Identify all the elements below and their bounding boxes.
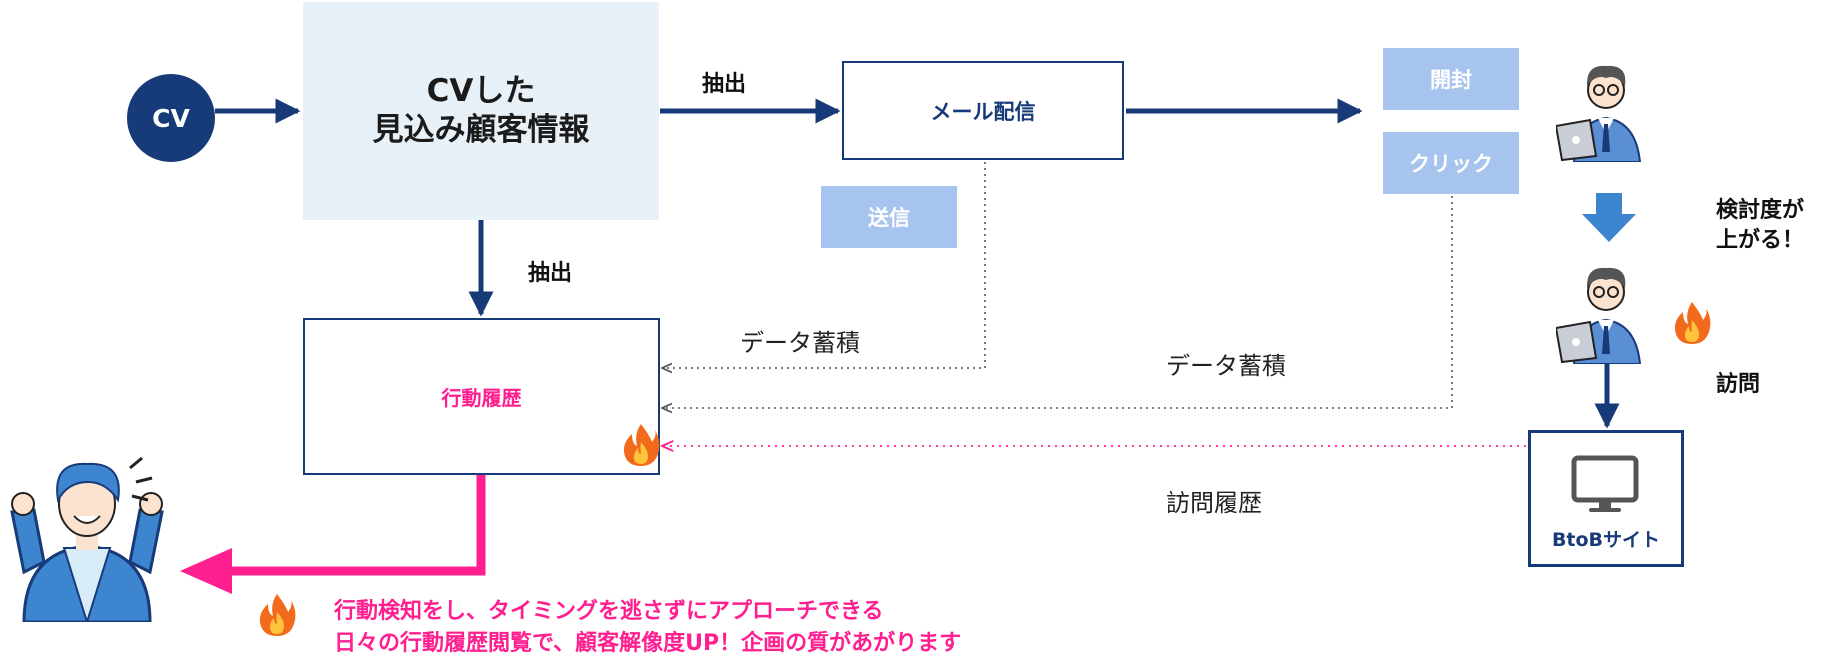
down-arrow-icon (1582, 193, 1636, 242)
result-line-1: 行動検知をし、タイミングを逃さずにアプローチできる (334, 599, 884, 624)
prospect-line-1: CVした (426, 73, 536, 110)
visit-history-label: 訪問履歴 (1166, 489, 1262, 517)
prospect-info-box: CVした 見込み顧客情報 (303, 2, 659, 220)
pink-arrowhead (180, 548, 232, 594)
person-laptop-icon (1556, 65, 1642, 162)
history-label: 行動履歴 (441, 386, 522, 410)
open-label: 開封 (1430, 68, 1472, 92)
fire-icon (623, 424, 660, 466)
behavior-history-box: 行動履歴 (303, 318, 660, 475)
site-label: BtoBサイト (1551, 529, 1661, 551)
pink-output-arrow (218, 475, 486, 576)
send-chip: 送信 (821, 186, 957, 248)
consider-line-1: 検討度が (1716, 198, 1805, 223)
monitor-icon (1571, 455, 1639, 512)
mail-label: メール配信 (930, 99, 1036, 124)
open-chip: 開封 (1383, 48, 1519, 110)
fire-icon (1674, 302, 1711, 344)
extract-label-right: 抽出 (702, 72, 747, 97)
consideration-label: 検討度が 上がる！ (1716, 196, 1804, 256)
person-laptop-icon (1556, 267, 1642, 364)
dotted-click-to-history (662, 196, 1453, 408)
result-line-2: 日々の行動履歴閲覧で、顧客解像度UP！企画の質があがります (334, 631, 962, 656)
fire-icon (259, 594, 296, 636)
cv-label: CV (152, 103, 190, 133)
mail-delivery-box: メール配信 (842, 61, 1124, 160)
click-chip: クリック (1383, 132, 1519, 194)
btob-site-box: BtoBサイト (1528, 430, 1684, 567)
prospect-line-2: 見込み顧客情報 (372, 112, 590, 148)
click-label: クリック (1409, 152, 1493, 176)
cv-node: CV (127, 74, 215, 162)
extract-label-down: 抽出 (528, 261, 573, 286)
dotted-mail-to-history (662, 162, 986, 368)
visit-label: 訪問 (1716, 372, 1761, 397)
send-label: 送信 (868, 206, 910, 230)
data-store-label-1: データ蓄積 (740, 329, 860, 357)
data-store-label-2: データ蓄積 (1166, 352, 1286, 380)
happy-person-icon (10, 456, 164, 622)
result-message: 行動検知をし、タイミングを逃さずにアプローチできる 日々の行動履歴閲覧で、顧客解… (334, 596, 961, 660)
consider-line-2: 上がる！ (1716, 228, 1805, 253)
